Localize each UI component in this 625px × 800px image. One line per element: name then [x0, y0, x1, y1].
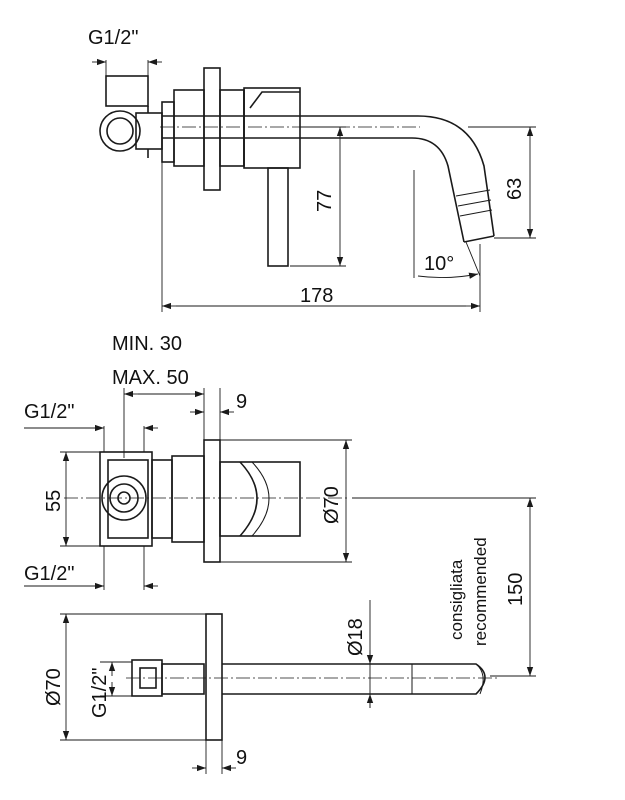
mixer-body [173, 67, 301, 191]
bottom-flange [205, 613, 223, 741]
valve-port [101, 475, 147, 521]
thread-label: G1/2" [88, 27, 138, 49]
wall-connector [99, 75, 175, 163]
diameter-18-label: Ø18 [345, 618, 367, 656]
height-55-label: 55 [43, 490, 65, 512]
flange [203, 439, 221, 563]
diameter-70-label: Ø70 [321, 486, 343, 524]
thread-bottom-label: G1/2" [24, 563, 74, 585]
thread-top-label: G1/2" [24, 401, 74, 423]
side-elevation-view: G1/2" [88, 27, 536, 312]
dimension-63: 63 [468, 126, 536, 239]
spout-pipe [222, 663, 486, 695]
height-150-label: 150 [505, 573, 527, 606]
lever-handle [267, 167, 289, 267]
dim-77-label: 77 [314, 190, 336, 212]
note-english: recommended [471, 537, 490, 646]
width-9-label: 9 [236, 391, 247, 413]
bottom-diameter-70-label: Ø70 [43, 668, 65, 706]
dim-63-label: 63 [504, 178, 526, 200]
dim-178-label: 178 [300, 285, 333, 307]
angle-label: 10° [424, 253, 454, 275]
bottom-width-9-label: 9 [236, 747, 247, 769]
min-label: MIN. 30 [112, 333, 182, 355]
max-label: MAX. 50 [112, 367, 189, 389]
spout [160, 115, 495, 243]
bottom-thread-label: G1/2" [89, 668, 111, 718]
dimension-178: 178 [161, 160, 481, 312]
note-italian: consigliata [447, 559, 466, 640]
spout-plan-view: Ø70 G1/2" Ø18 9 [43, 600, 500, 774]
cartridge [219, 461, 301, 537]
thread-dimension-top: G1/2" [88, 27, 162, 78]
wall-body-view: MIN. 30 MAX. 50 9 G1/2" [24, 333, 536, 677]
angle-10: 10° [413, 170, 481, 279]
dimension-77: 77 [290, 126, 346, 267]
